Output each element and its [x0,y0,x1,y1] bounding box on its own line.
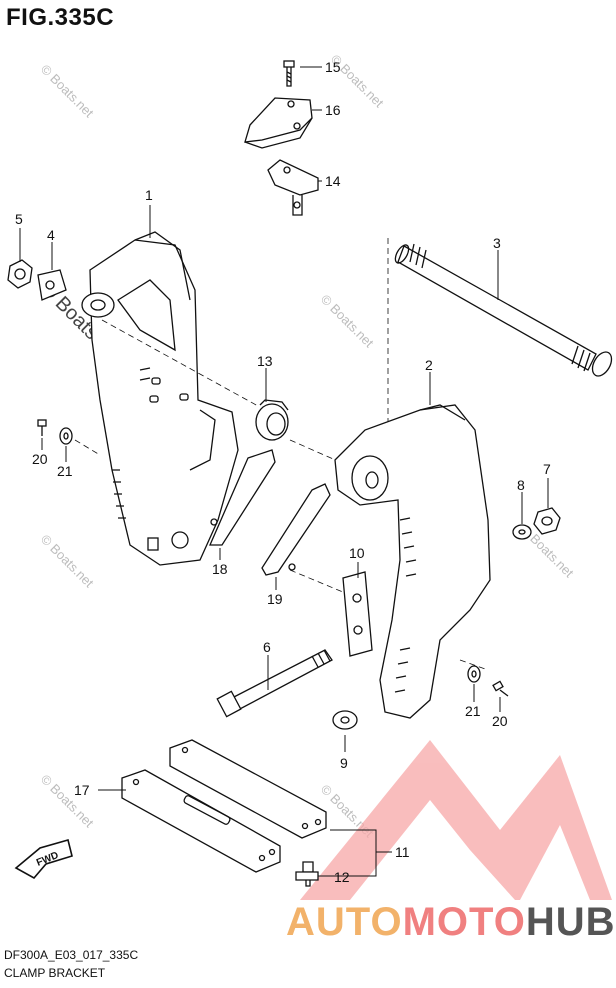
tilt-tube-3-icon [394,243,613,377]
figure-name: CLAMP BRACKET [4,966,106,980]
callout-20-left: 20 [32,451,48,467]
fwd-arrow-icon [14,839,73,880]
callout-4: 4 [47,227,55,243]
bushing-13-icon [255,399,289,441]
figure-code: DF300A_E03_017_335C [4,948,139,962]
callout-8: 8 [517,477,525,493]
plate-10-icon [342,571,373,657]
brand-part-1: AUTO [286,900,403,944]
clamp-bracket-2-icon [334,404,491,719]
callout-13: 13 [257,353,273,369]
pad-11-icon [169,739,327,839]
leader-lines [19,66,549,877]
brand-part-3: HUB [525,900,616,944]
link-18-icon [209,449,276,546]
cover-plate-16-icon [244,97,313,149]
callout-17: 17 [74,782,90,798]
callout-5: 5 [15,211,23,227]
callout-2: 2 [425,357,433,373]
callout-18: 18 [212,561,228,577]
callout-16: 16 [325,102,341,118]
washer-9-icon [332,710,358,730]
screw-20-left-icon [37,419,47,436]
washer-21-right-icon [467,665,481,683]
watermark-text: © Boats.net [38,532,97,591]
callout-21-right: 21 [465,703,481,719]
callout-6: 6 [263,639,271,655]
screw-12-icon [295,861,319,887]
nut-7-icon [533,507,561,535]
figure-title: FIG.335C [6,4,115,31]
bracket-14-icon [267,159,319,216]
nut-5-icon [7,259,33,289]
callout-14: 14 [325,173,341,189]
automotohub-brand: AUTOMOTOHUB [286,900,616,945]
bolt-15-icon [283,60,295,87]
brand-part-2: MOTO [402,900,526,944]
callout-9: 9 [340,755,348,771]
callout-12: 12 [334,869,350,885]
clamp-bracket-1-icon [81,231,239,566]
pad-17-icon [121,769,281,873]
callout-21-left: 21 [57,463,73,479]
callout-3: 3 [493,235,501,251]
callout-20-right: 20 [492,713,508,729]
callout-19: 19 [267,591,283,607]
watermark-text: © Boats.net [38,772,97,831]
callout-10: 10 [349,545,365,561]
washer-21-left-icon [59,427,73,445]
automotohub-logo-icon [300,740,612,900]
link-19-icon [261,483,331,576]
washer-8-icon [512,524,532,540]
bolt-6-icon [216,649,333,718]
callout-7: 7 [543,461,551,477]
screw-20-right-icon [492,680,509,697]
plate-4-icon [37,269,67,301]
watermark-text: © Boats.net [318,292,377,351]
callout-11: 11 [395,844,410,860]
callout-labels: 1 2 3 4 5 6 7 8 9 10 11 12 13 14 15 16 1… [15,59,551,885]
watermark-text: © Boats.net [38,62,97,121]
callout-15: 15 [325,59,341,75]
callout-1: 1 [145,187,153,203]
